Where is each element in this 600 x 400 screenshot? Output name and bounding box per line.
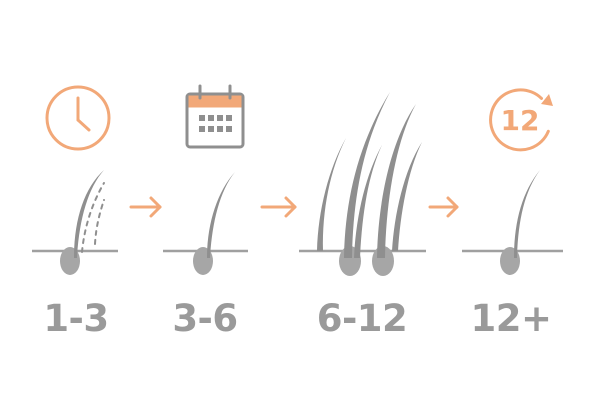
clock-icon — [45, 85, 111, 151]
calendar-icon — [185, 84, 245, 149]
hair-follicle-stage-4 — [462, 170, 563, 275]
hair-follicle-stage-3 — [299, 92, 426, 276]
stage-label: 12+ — [470, 297, 553, 340]
hair-follicle-stage-2 — [163, 172, 248, 275]
hair-follicle-stage-1 — [32, 170, 118, 275]
arrow-right-icon — [428, 196, 459, 218]
stage-label: 6-12 — [316, 297, 408, 340]
stage-label: 3-6 — [172, 297, 238, 340]
stage-label: 1-3 — [43, 297, 109, 340]
cycle-badge-number: 12 — [501, 104, 540, 137]
arrow-right-icon — [129, 196, 162, 218]
repeat-12-icon: 12 — [489, 88, 553, 152]
arrow-right-icon — [260, 196, 297, 218]
